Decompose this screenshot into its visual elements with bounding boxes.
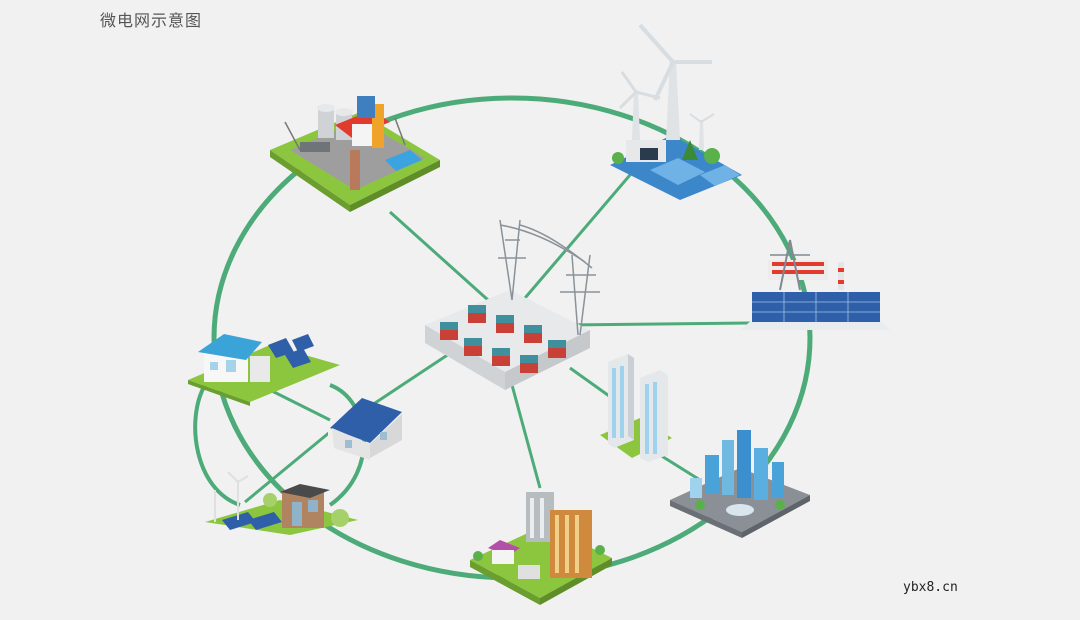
line-substation-windfarm bbox=[523, 167, 638, 299]
line-house1-roofhouse bbox=[269, 388, 331, 422]
line-substation-urban bbox=[510, 384, 542, 489]
diagram-title: 微电网示意图 bbox=[100, 11, 203, 30]
city-skyscrapers-icon bbox=[670, 430, 810, 538]
solar-farm-icon bbox=[740, 239, 890, 330]
line-substation-roofhouse bbox=[371, 348, 456, 407]
solar-house-icon bbox=[188, 334, 340, 406]
power-plant-icon bbox=[270, 96, 440, 212]
line-roofhouse-ecohome bbox=[244, 430, 331, 504]
line-substation-solarfarm bbox=[564, 321, 751, 327]
wind-turbine-icon bbox=[610, 23, 742, 200]
substation-transformer-icon bbox=[425, 219, 600, 390]
apartment-towers-icon bbox=[600, 354, 672, 462]
connection-lines bbox=[244, 167, 751, 504]
watermark-text: ybx8.cn bbox=[903, 580, 958, 595]
line-towers-city bbox=[659, 453, 701, 482]
line-substation-towers bbox=[569, 366, 613, 400]
urban-district-icon bbox=[470, 492, 612, 605]
solar-roof-house-icon bbox=[328, 398, 402, 460]
eco-home-icon bbox=[205, 471, 358, 535]
line-substation-powerplant bbox=[388, 210, 490, 302]
